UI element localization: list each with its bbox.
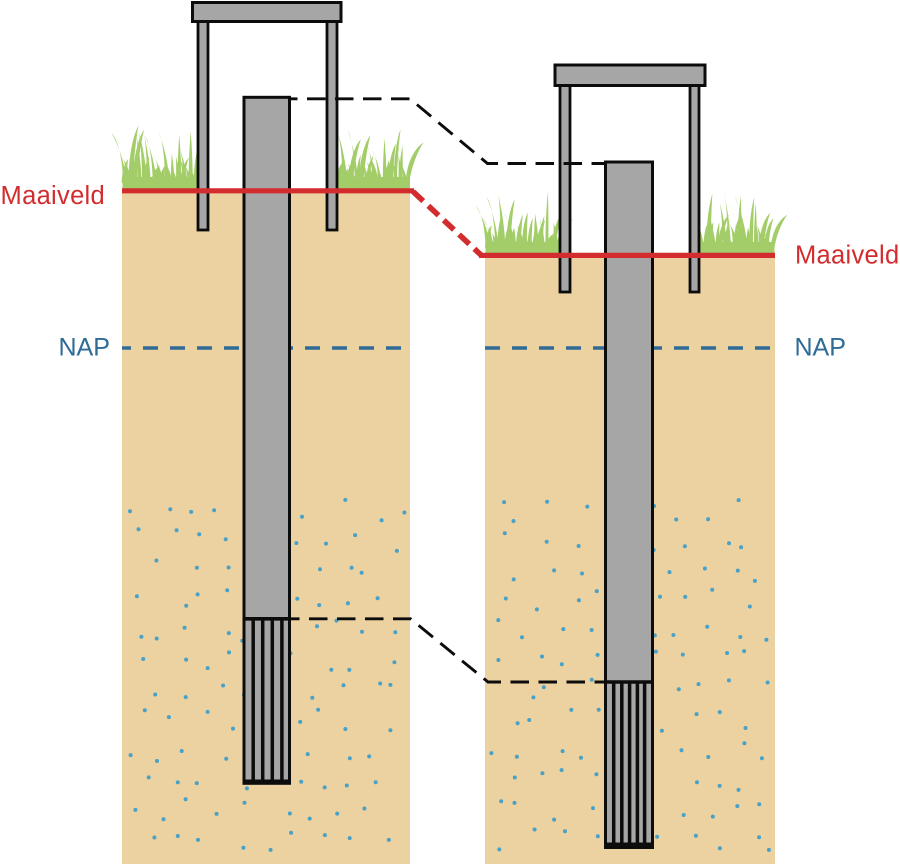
svg-text:Maaiveld: Maaiveld	[1, 182, 105, 210]
svg-text:NAP: NAP	[795, 334, 846, 362]
svg-text:Maaiveld: Maaiveld	[795, 242, 899, 270]
svg-text:NAP: NAP	[59, 334, 110, 362]
